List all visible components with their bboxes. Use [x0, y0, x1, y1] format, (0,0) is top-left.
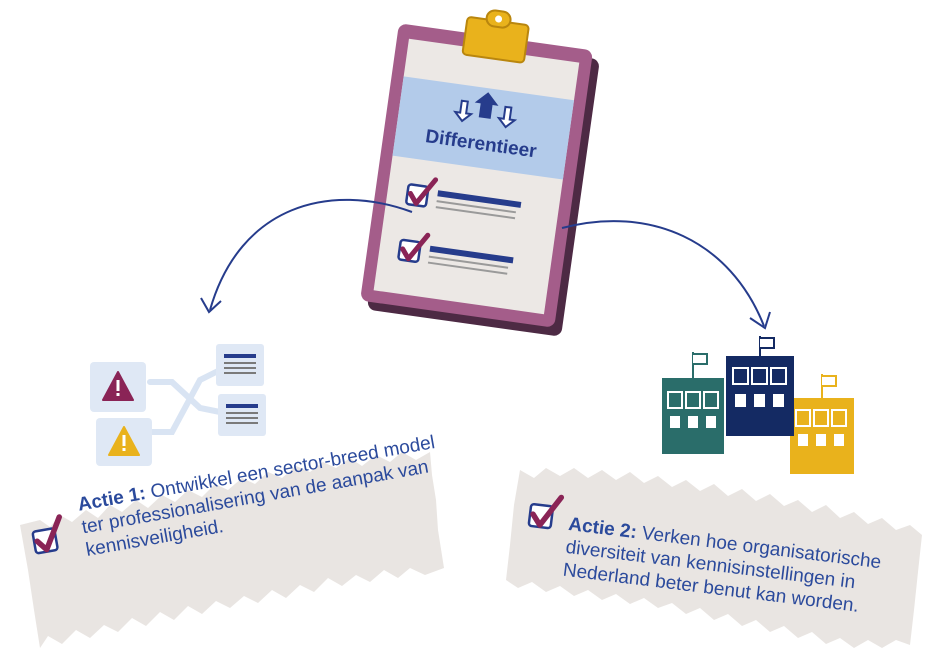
- checkbox-checked-icon: [397, 232, 431, 264]
- document-icon: [216, 344, 264, 386]
- connector-lines: [147, 367, 223, 435]
- arrow-right: [561, 220, 771, 330]
- arrow-left: [200, 198, 413, 314]
- clipboard-clip: [461, 9, 530, 64]
- action-note-2: [506, 468, 922, 648]
- checklist-item-1: [405, 177, 522, 220]
- checkbox-checked-icon: [405, 177, 439, 208]
- checkbox-checked-icon: [527, 494, 565, 530]
- differentiate-arrows-icon: [452, 92, 518, 129]
- warning-documents-graphic: [90, 344, 266, 466]
- checklist-item-2: [397, 232, 514, 275]
- building-teal-icon: [662, 352, 724, 454]
- warning-icon-purple: [90, 362, 146, 412]
- building-navy-icon: [726, 336, 794, 436]
- torn-paper-card: [506, 468, 922, 648]
- clipboard-title-band: [392, 76, 575, 180]
- institutions-buildings-graphic: [662, 336, 854, 474]
- torn-paper-card: [20, 452, 444, 648]
- clipboard: Differentieer: [361, 9, 599, 336]
- building-yellow-icon: [790, 374, 854, 474]
- document-icon: [218, 394, 266, 436]
- action-note-1: [20, 452, 444, 648]
- checkbox-checked-icon: [31, 514, 62, 555]
- warning-icon-yellow: [96, 418, 152, 466]
